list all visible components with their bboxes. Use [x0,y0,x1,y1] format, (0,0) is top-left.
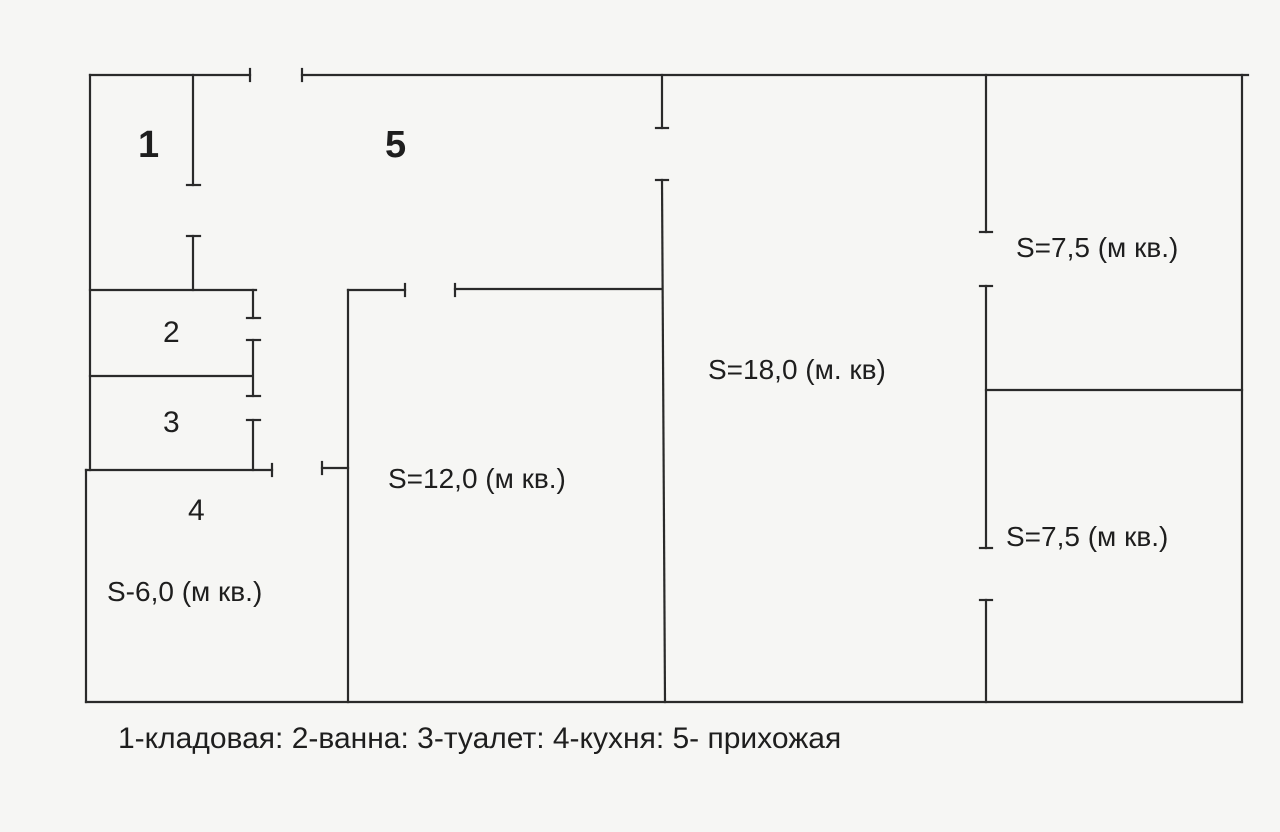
storage-partition [185,73,202,292]
room-top-right-area-label: S=7,5 (м кв.) [1016,232,1179,263]
room-18-walls [654,73,670,704]
bath-room-number: 2 [163,316,180,349]
kitchen-area-label: S-6,0 (м кв.) [107,576,263,607]
bath-toilet-block [84,288,350,478]
room-18-area-label: S=18,0 (м. кв) [708,354,886,385]
room-12-area-label: S=12,0 (м кв.) [388,463,566,494]
room-12-walls [346,282,664,704]
right-rooms-walls [978,73,1244,704]
room-legend: 1-кладовая: 2-ванна: 3-туалет: 4-кухня: … [118,722,842,755]
hall-room-number: 5 [385,124,407,166]
outer-walls [84,67,1250,704]
room-bottom-right-area-label: S=7,5 (м кв.) [1006,521,1169,552]
toilet-room-number: 3 [163,406,180,439]
kitchen-room-number: 4 [188,494,205,527]
storage-room-number: 1 [138,124,160,166]
